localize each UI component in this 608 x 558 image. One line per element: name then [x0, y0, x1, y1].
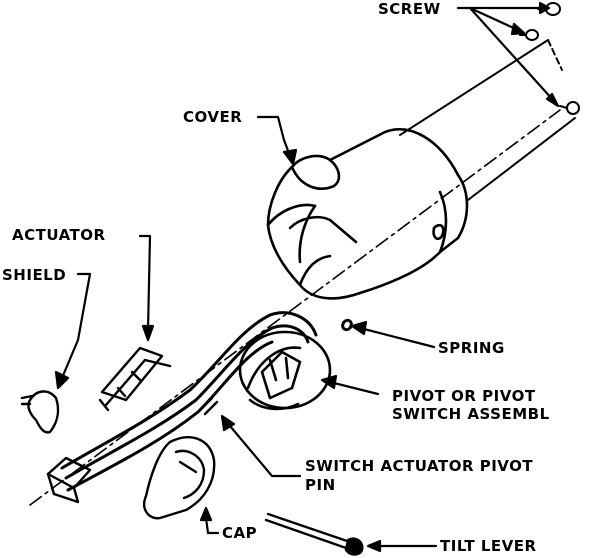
- pivot-label-line1: PIVOT OR PIVOT: [392, 387, 536, 405]
- column-centerline: [29, 109, 561, 506]
- column-shaft: [399, 39, 576, 201]
- cap-part: [143, 436, 216, 520]
- spring-leader-line: [350, 320, 436, 349]
- shield-label: SHIELD: [2, 266, 67, 284]
- shield-leader-line: [54, 272, 92, 390]
- actuator-label: ACTUATOR: [12, 226, 106, 244]
- switch-pin-label-line1: SWITCH ACTUATOR PIVOT: [305, 457, 534, 475]
- spring-label: SPRING: [438, 339, 505, 357]
- pivot-switch-assembly-part: [238, 330, 332, 411]
- actuator-leader-line: [138, 234, 155, 342]
- cover-leader-line: [256, 115, 298, 166]
- pivot-pin-leader-line: [220, 414, 302, 478]
- pivot-label-line2: SWITCH ASSEMBL: [392, 405, 550, 423]
- spring-part: [60, 311, 353, 492]
- tilt-lever-part: [264, 512, 364, 556]
- cap-leader-line: [199, 506, 220, 535]
- tilt-lever-leader-line: [366, 539, 438, 553]
- switch-pin-label-line2: PIN: [305, 476, 336, 494]
- cap-label: CAP: [222, 524, 258, 542]
- cover-label: COVER: [183, 108, 243, 126]
- tilt-lever-label: TILT LEVER: [440, 537, 537, 555]
- shield-part: [20, 390, 60, 434]
- cover-part: [266, 127, 469, 300]
- lower-bracket-part: [46, 456, 92, 504]
- actuator-part: [98, 346, 172, 412]
- switch-actuator-pivot-pin-part: [198, 396, 219, 416]
- screw-leader-lines: [456, 1, 560, 108]
- pivot-leader-line: [320, 374, 380, 396]
- screw-label: SCREW: [378, 0, 441, 18]
